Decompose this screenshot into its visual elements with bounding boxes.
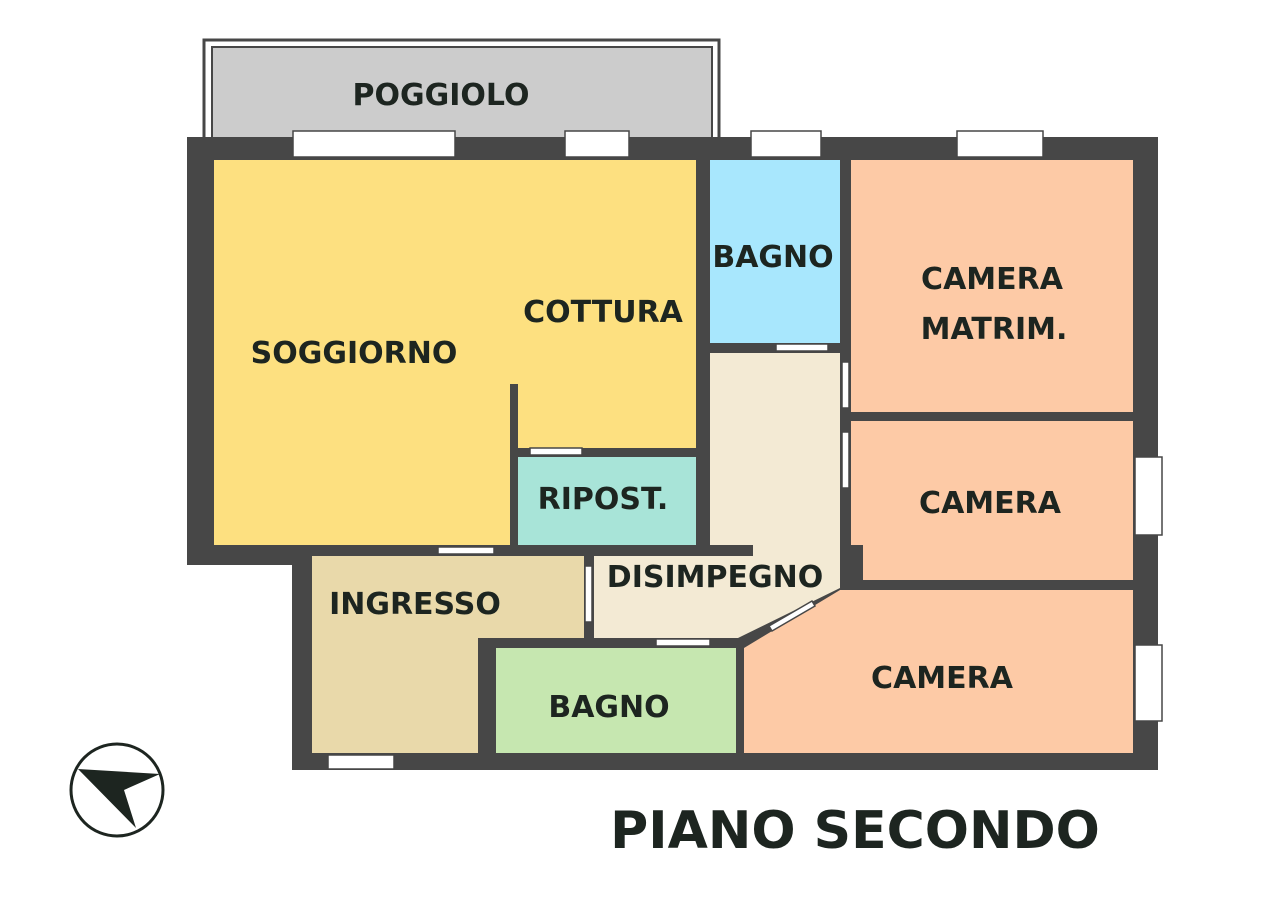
door-soggiorno-ingresso — [437, 546, 495, 555]
compass-pointer — [78, 769, 160, 828]
label-soggiorno: SOGGIORNO — [251, 336, 458, 371]
label-camera-matrim-line1: CAMERA — [921, 262, 1064, 297]
north-arrow-icon — [69, 742, 165, 838]
room-labels: POGGIOLO SOGGIORNO COTTURA BAGNO CAMERA … — [251, 78, 1068, 725]
room-disimpegno — [594, 353, 840, 638]
label-poggiolo: POGGIOLO — [353, 78, 530, 113]
label-camera-matrim-line2: MATRIM. — [921, 312, 1068, 347]
window-soggiorno-1 — [292, 130, 456, 158]
door-camera-matrim — [841, 361, 850, 409]
label-cottura: COTTURA — [523, 295, 684, 330]
room-soggiorno — [214, 160, 696, 545]
room-camera-matrim — [851, 160, 1133, 412]
window-bagno — [750, 130, 822, 158]
rooms — [214, 160, 1133, 753]
door-ripost — [529, 447, 583, 456]
label-camera-bottom: CAMERA — [871, 661, 1014, 696]
balcony — [202, 38, 721, 142]
label-disimpegno: DISIMPEGNO — [607, 560, 823, 595]
label-ripost: RIPOST. — [538, 482, 669, 517]
door-bagno-bottom — [655, 638, 711, 647]
window-camera-bottom — [1134, 644, 1163, 722]
label-ingresso: INGRESSO — [329, 587, 501, 622]
room-bagno-top — [710, 160, 840, 343]
window-camera-mid — [1134, 456, 1163, 536]
room-camera-mid — [851, 421, 1133, 580]
label-camera-mid: CAMERA — [919, 486, 1062, 521]
room-ripost — [518, 457, 696, 545]
room-poggiolo — [211, 46, 713, 141]
door-bagno-top — [775, 343, 829, 352]
room-ingresso — [312, 556, 584, 753]
room-bagno-bottom — [496, 648, 736, 753]
doors — [437, 343, 850, 647]
window-camera-matrim — [956, 130, 1044, 158]
window-ingresso — [327, 754, 395, 770]
door-camera-mid — [841, 431, 850, 489]
door-camera-bottom — [767, 599, 817, 633]
label-bagno-top: BAGNO — [712, 240, 833, 275]
label-bagno-bottom: BAGNO — [548, 690, 669, 725]
windows — [292, 130, 1163, 770]
door-ingresso-disimpegno — [584, 565, 593, 623]
window-soggiorno-2 — [564, 130, 630, 158]
floor-title: PIANO SECONDO — [610, 801, 1100, 861]
room-camera-bottom — [744, 590, 1133, 753]
